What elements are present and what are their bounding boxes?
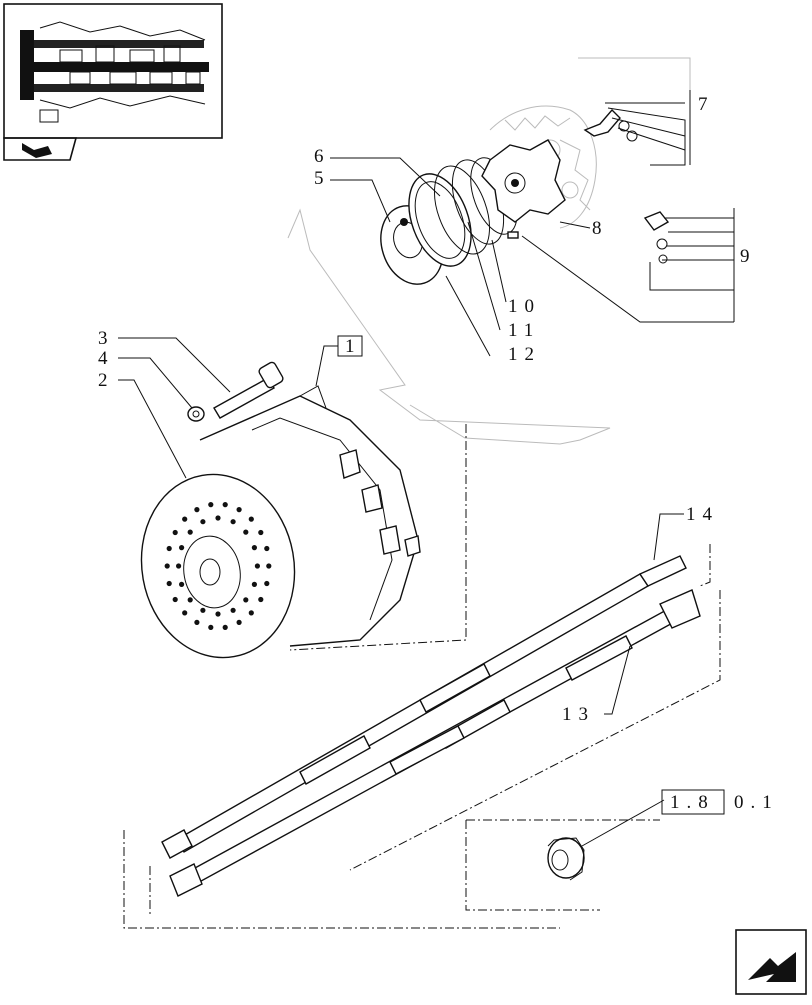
disc-hole bbox=[179, 545, 185, 551]
label-11[interactable]: 11 bbox=[508, 320, 540, 341]
disc-hole bbox=[187, 529, 193, 535]
disc-hole bbox=[182, 610, 188, 616]
label-14[interactable]: 14 bbox=[686, 504, 719, 525]
disc-hole bbox=[251, 581, 257, 588]
label-1: 1 bbox=[345, 336, 362, 357]
next-page-arrow-icon[interactable] bbox=[735, 929, 807, 995]
spring-assembly-9 bbox=[643, 211, 670, 264]
disc-hole bbox=[200, 607, 206, 613]
label-2[interactable]: 2 bbox=[98, 370, 115, 391]
disc-hole bbox=[166, 545, 172, 552]
lever-assembly-7 bbox=[583, 108, 638, 142]
back-arrow-icon[interactable] bbox=[3, 137, 78, 161]
label-6[interactable]: 6 bbox=[314, 146, 331, 167]
clutch-cover-assembly-1 bbox=[199, 385, 421, 647]
label-10[interactable]: 10 bbox=[508, 296, 541, 317]
reference-boxed-text: 1.8 bbox=[670, 792, 715, 813]
disc-hole bbox=[208, 502, 214, 508]
disc-hole bbox=[258, 596, 264, 603]
disc-hole bbox=[248, 610, 254, 616]
leader-lines-upper bbox=[330, 90, 735, 357]
disc-hole bbox=[176, 563, 182, 569]
leader-lines-shafts bbox=[604, 513, 684, 715]
disc-hole bbox=[251, 545, 257, 551]
bolt-3 bbox=[213, 361, 284, 419]
disc-hole bbox=[248, 516, 254, 522]
label-5[interactable]: 5 bbox=[314, 168, 331, 189]
reference-suffix-text: 0.1 bbox=[734, 792, 779, 813]
disc-hole bbox=[172, 529, 178, 536]
clutch-disc-2 bbox=[140, 473, 296, 659]
label-13[interactable]: 13 bbox=[562, 704, 595, 725]
label-3[interactable]: 3 bbox=[98, 328, 115, 349]
assembly-thumbnail[interactable] bbox=[3, 3, 223, 139]
shaft-13 bbox=[169, 589, 701, 897]
clutch-group-boundary bbox=[289, 424, 467, 651]
label-7[interactable]: 7 bbox=[698, 94, 715, 115]
label-4[interactable]: 4 bbox=[98, 348, 115, 369]
washer-4 bbox=[187, 406, 205, 422]
disc-hole bbox=[182, 516, 188, 522]
hub-flange-8 bbox=[481, 139, 566, 223]
shaft-group-boundary bbox=[123, 544, 721, 929]
label-8[interactable]: 8 bbox=[592, 218, 609, 239]
disc-hole bbox=[215, 515, 221, 521]
housing-outline bbox=[287, 57, 691, 445]
disc-hole bbox=[194, 507, 200, 513]
disc-hole bbox=[264, 580, 270, 587]
disc-hole bbox=[236, 619, 242, 626]
disc-hole bbox=[222, 624, 228, 631]
disc-hole bbox=[200, 519, 206, 525]
shaft-14 bbox=[161, 555, 687, 859]
disc-hole bbox=[172, 596, 178, 603]
disc-hole bbox=[215, 611, 221, 617]
disc-hole bbox=[208, 624, 214, 631]
disc-hole bbox=[254, 563, 260, 569]
disc-hole bbox=[194, 619, 200, 626]
disc-hole bbox=[179, 581, 185, 588]
disc-hole bbox=[243, 529, 249, 535]
disc-hole bbox=[187, 597, 193, 603]
disc-hole bbox=[243, 597, 249, 603]
disc-hole bbox=[230, 607, 236, 613]
disc-hole bbox=[264, 545, 270, 552]
leader-lines-left bbox=[118, 337, 338, 479]
disc-hole bbox=[164, 563, 170, 569]
disc-hole bbox=[222, 502, 228, 508]
label-9[interactable]: 9 bbox=[740, 246, 757, 267]
disc-hole bbox=[236, 507, 242, 513]
reference-link-1-80-1[interactable]: 1.8 0.1 bbox=[661, 789, 779, 815]
disc-hole bbox=[266, 563, 272, 569]
disc-hole bbox=[230, 519, 236, 525]
reference-box-1[interactable]: 1 bbox=[337, 335, 363, 357]
disc-hole bbox=[166, 580, 172, 587]
small-pin bbox=[507, 231, 519, 239]
label-12[interactable]: 12 bbox=[508, 344, 541, 365]
disc-hole bbox=[258, 529, 264, 536]
reference-part-gear bbox=[547, 799, 665, 881]
